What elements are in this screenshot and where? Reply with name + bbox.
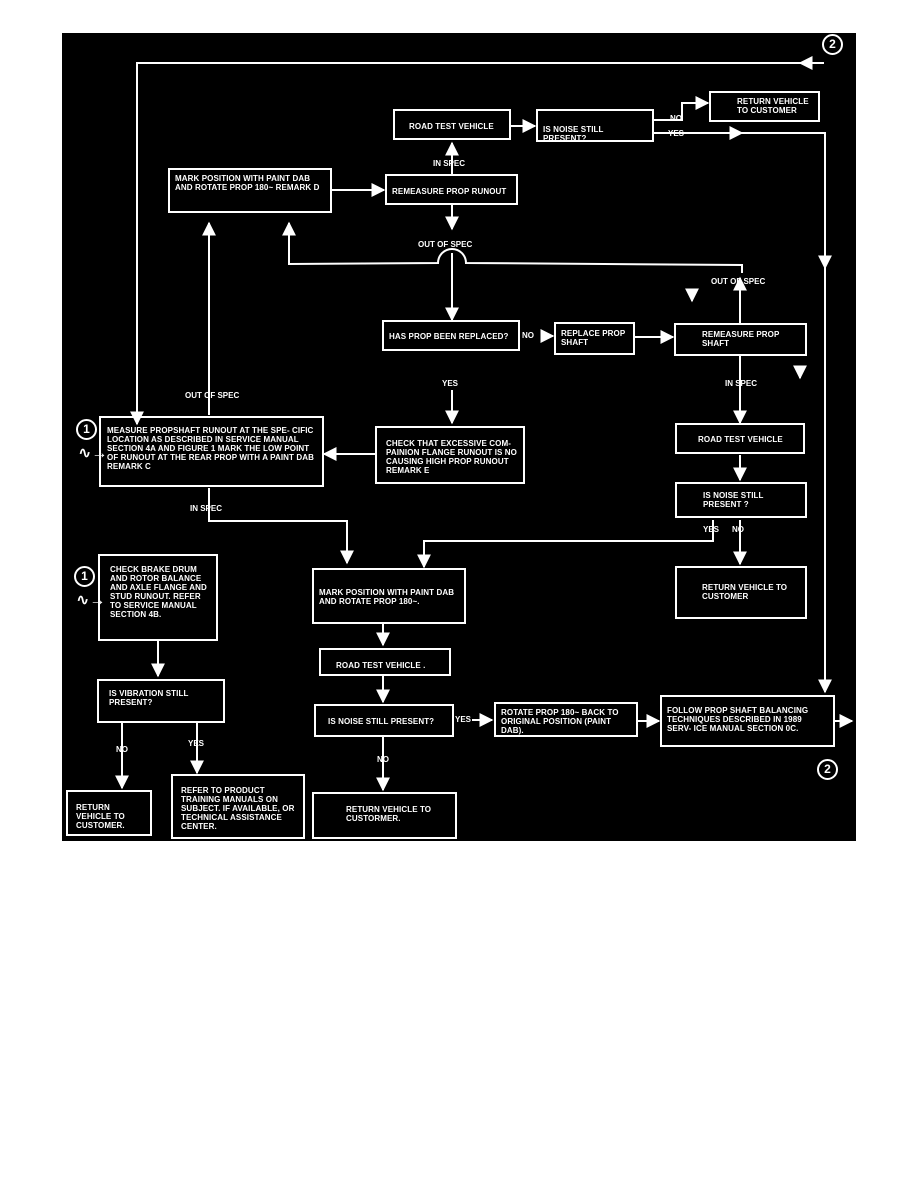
box-text: ROAD TEST VEHICLE . (336, 661, 426, 670)
label-no: NO (670, 114, 682, 123)
line-loop-top (130, 62, 822, 426)
label-no: NO (522, 331, 534, 340)
label-in-spec: IN SPEC (433, 159, 466, 168)
box-text: CHECK BRAKE DRUM AND ROTOR BALANCE AND A… (110, 565, 207, 619)
line-noise1-no (654, 96, 710, 121)
box-rotate-back: ROTATE PROP 180~ BACK TO ORIGINAL POSITI… (494, 702, 638, 737)
box-text: IS NOISE STILL PRESENT ? (703, 491, 764, 509)
connector-label: 2 (829, 37, 836, 51)
connector-1-measure: 1 (76, 419, 97, 440)
box-text: REPLACE PROP SHAFT (561, 329, 626, 347)
box-text: RETURN VEHICLE TO CUSTOMER (737, 97, 809, 115)
line-noise2-yes (417, 520, 714, 569)
box-text: MEASURE PROPSHAFT RUNOUT AT THE SPE- CIF… (107, 426, 314, 471)
box-text: REMEASURE PROP RUNOUT (392, 187, 507, 196)
box-noise-still-2: IS NOISE STILL PRESENT ? (675, 482, 807, 518)
label-no: NO (732, 525, 744, 534)
box-return-vehicle-1: RETURN VEHICLE TO CUSTOMER (709, 91, 820, 122)
box-road-test-2: ROAD TEST VEHICLE (675, 423, 805, 454)
box-text: IS VIBRATION STILL PRESENT? (109, 689, 189, 707)
box-road-test-3: ROAD TEST VEHICLE . (319, 648, 451, 676)
label-yes: YES (703, 525, 720, 534)
box-prop-replaced: HAS PROP BEEN REPLACED? (382, 320, 520, 351)
label-out-of-spec: OUT OF SPEC (185, 391, 240, 400)
connector-2-bottom: 2 (817, 759, 838, 780)
label-in-spec: IN SPEC (190, 504, 223, 513)
box-return-vehicle-2: RETURN VEHICLE TO CUSTOMER (675, 566, 807, 619)
box-text: ROAD TEST VEHICLE (698, 435, 783, 444)
box-text: FOLLOW PROP SHAFT BALANCING TECHNIQUES D… (667, 706, 809, 733)
connector-label: 1 (83, 422, 90, 436)
box-return-vehicle-3: RETURN VEHICLE TO CUSTOMER. (66, 790, 152, 836)
box-mark-position-2: MARK POSITION WITH PAINT DAB AND ROTATE … (312, 568, 466, 624)
box-text: RETURN VEHICLE TO CUSTOMER. (76, 803, 125, 830)
connector-1-brake: 1 (74, 566, 95, 587)
box-refer-training: REFER TO PRODUCT TRAINING MANUALS ON SUB… (171, 774, 305, 839)
box-text: REMEASURE PROP SHAFT (702, 330, 780, 348)
flowchart-canvas: 2 2 1 1 ∿→ ∿→ ROAD TEST VEHICLE IS NOISE… (62, 33, 856, 841)
box-follow-balancing: FOLLOW PROP SHAFT BALANCING TECHNIQUES D… (660, 695, 835, 747)
label-yes: YES (442, 379, 459, 388)
box-noise-still-1: IS NOISE STILL PRESENT? (536, 109, 654, 143)
label-yes: YES (668, 129, 685, 138)
box-text: IS NOISE STILL PRESENT? (328, 717, 435, 726)
box-measure-propshaft: MEASURE PROPSHAFT RUNOUT AT THE SPE- CIF… (99, 416, 324, 487)
box-mark-position-1: MARK POSITION WITH PAINT DAB AND ROTATE … (168, 168, 332, 213)
box-road-test-1: ROAD TEST VEHICLE (393, 109, 511, 140)
box-check-flange: CHECK THAT EXCESSIVE COM- PAINION FLANGE… (375, 426, 525, 484)
box-text: MARK POSITION WITH PAINT DAB AND ROTATE … (175, 174, 320, 192)
label-yes: YES (455, 715, 472, 724)
box-noise-still-3: IS NOISE STILL PRESENT? (314, 704, 454, 737)
box-text: ROAD TEST VEHICLE (409, 122, 494, 131)
label-yes: YES (188, 739, 205, 748)
box-check-brake: CHECK BRAKE DRUM AND ROTOR BALANCE AND A… (98, 554, 218, 641)
box-replace-prop: REPLACE PROP SHAFT (554, 322, 635, 355)
line-yes-right-down (742, 132, 832, 694)
label-out-of-spec: OUT OF SPEC (418, 240, 473, 249)
box-text: MARK POSITION WITH PAINT DAB AND ROTATE … (319, 588, 455, 606)
box-return-vehicle-4: RETURN VEHICLE TO CUSTORMER. (312, 792, 457, 839)
connector-2-top: 2 (822, 34, 843, 55)
connector-label: 2 (824, 762, 831, 776)
box-text: ROTATE PROP 180~ BACK TO ORIGINAL POSITI… (501, 708, 619, 735)
box-text: HAS PROP BEEN REPLACED? (389, 332, 509, 341)
label-out-of-spec: OUT OF SPEC (711, 277, 766, 286)
line-measure-inspec (208, 488, 354, 565)
box-remeasure-runout: REMEASURE PROP RUNOUT (385, 174, 518, 205)
box-text: CHECK THAT EXCESSIVE COM- PAINION FLANGE… (386, 439, 517, 475)
flowchart-lines (115, 56, 854, 792)
box-text: RETURN VEHICLE TO CUSTOMER (702, 583, 788, 601)
label-no: NO (377, 755, 389, 764)
connector-label: 1 (81, 569, 88, 583)
box-vibration-still: IS VIBRATION STILL PRESENT? (97, 679, 225, 723)
label-no: NO (116, 745, 128, 754)
box-remeasure-shaft: REMEASURE PROP SHAFT (674, 323, 807, 356)
line-outofspec-loop (282, 221, 743, 273)
label-in-spec: IN SPEC (725, 379, 758, 388)
box-text: IS NOISE STILL PRESENT? (543, 125, 604, 143)
box-text: RETURN VEHICLE TO CUSTORMER. (346, 805, 432, 823)
box-text: REFER TO PRODUCT TRAINING MANUALS ON SUB… (181, 786, 295, 831)
